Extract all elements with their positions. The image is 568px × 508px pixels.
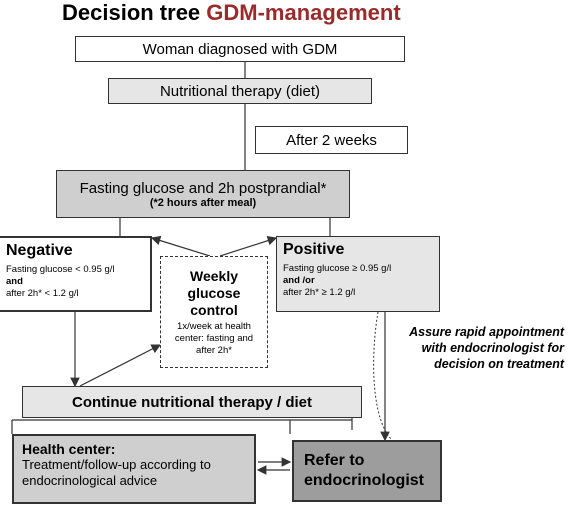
node-weekly-body: 1x/week at health center: fasting and af… <box>174 320 254 356</box>
annotation-text: Assure rapid appointment with endocrinol… <box>390 324 564 372</box>
node-health-center-title: Health center: <box>22 441 116 457</box>
node-refer: Refer to endocrinologist <box>292 440 442 502</box>
arrow-continue-to-weekly <box>79 344 162 387</box>
node-negative-line3: after 2h* < 1.2 g/l <box>6 288 79 299</box>
node-positive-title: Positive <box>283 241 345 258</box>
node-fasting-title: Fasting glucose and 2h postprandial* <box>79 179 327 197</box>
title-prefix: Decision tree <box>62 0 207 25</box>
node-health-center-body: Treatment/follow-up according to endocri… <box>22 457 211 488</box>
node-negative-title: Negative <box>6 242 73 259</box>
arrow-weekly-to-negative <box>150 235 211 257</box>
node-continue: Continue nutritional therapy / diet <box>22 386 362 418</box>
node-nutrition: Nutritional therapy (diet) <box>108 78 372 104</box>
node-refer-label: Refer to endocrinologist <box>304 452 424 489</box>
node-fasting-note: (*2 hours after meal) <box>149 196 257 209</box>
node-continue-label: Continue nutritional therapy / diet <box>72 393 312 411</box>
page-title: Decision tree GDM-management <box>0 0 568 26</box>
annotation-label: Assure rapid appointment with endocrinol… <box>409 325 564 371</box>
node-positive-line2: and /or <box>283 275 315 286</box>
node-health-center: Health center: Treatment/follow-up accor… <box>12 434 256 504</box>
dotted-curve <box>373 311 393 441</box>
node-positive-line1: Fasting glucose ≥ 0.95 g/l <box>283 263 392 274</box>
node-negative-line2: and <box>6 276 23 287</box>
node-fasting: Fasting glucose and 2h postprandial* (*2… <box>56 170 350 218</box>
node-diagnosed: Woman diagnosed with GDM <box>75 36 405 62</box>
node-positive-line3: after 2h* ≥ 1.2 g/l <box>283 287 356 298</box>
node-after-two-weeks: After 2 weeks <box>255 126 408 154</box>
node-nutrition-label: Nutritional therapy (diet) <box>159 82 321 100</box>
node-negative-line1: Fasting glucose < 0.95 g/l <box>6 264 115 275</box>
node-negative: Negative Fasting glucose < 0.95 g/l and … <box>0 236 152 312</box>
node-weekly: Weekly glucose control 1x/week at health… <box>160 256 268 368</box>
node-diagnosed-label: Woman diagnosed with GDM <box>142 40 338 58</box>
node-after-two-weeks-label: After 2 weeks <box>286 131 377 149</box>
title-accent: GDM-management <box>206 0 401 25</box>
arrow-weekly-to-positive <box>219 236 278 257</box>
node-positive: Positive Fasting glucose ≥ 0.95 g/l and … <box>276 236 440 312</box>
node-weekly-title: Weekly glucose control <box>187 267 241 318</box>
